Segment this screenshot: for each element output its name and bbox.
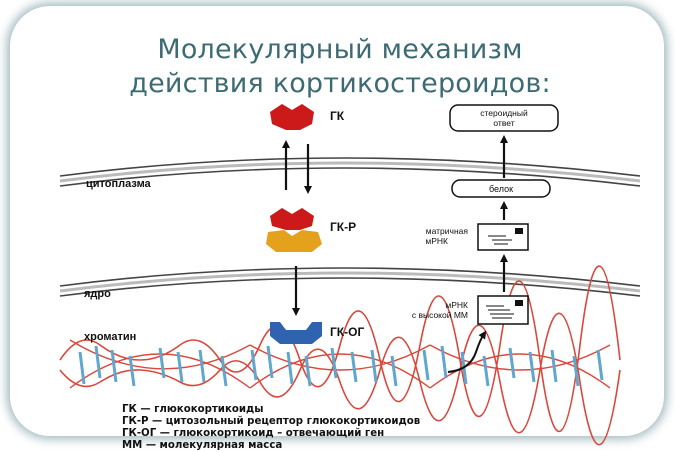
matrix-mrna-label-line1: матричная	[426, 226, 469, 236]
nucleus-label: ядро	[84, 288, 111, 300]
gk-gene-complex-icon	[270, 322, 322, 344]
high-mm-mrna-label-line1: мРНК	[445, 300, 468, 310]
protein-label: белок	[489, 184, 513, 194]
legend-item-gk: ГК — глюкокортикоиды	[122, 404, 264, 415]
legend: ГК — глюкокортикоиды ГК-Р — цитозольный …	[122, 404, 420, 452]
legend-item-gkr: ГК-Р — цитозольный рецептор глюкокортико…	[122, 416, 421, 427]
gk-receptor-complex-icon	[266, 208, 322, 252]
high-mm-mrna-label-line2: с высокой ММ	[412, 310, 468, 320]
cytoplasm-label: цитоплазма	[86, 178, 152, 190]
matrix-mrna-document-icon	[477, 223, 529, 251]
nuclear-membrane	[59, 267, 641, 297]
legend-item-mm: ММ — молекулярная масса	[122, 440, 283, 451]
high-mm-mrna-document-icon	[477, 295, 529, 325]
legend-item-gkog: ГК-ОГ — глюкокортикоид – отвечающий ген	[122, 428, 385, 439]
curved-transcription-arrow-icon	[447, 330, 487, 373]
steroid-response-box	[449, 104, 559, 132]
matrix-mrna-label-line2: мРНК	[425, 236, 448, 246]
gkr-label: ГК-Р	[330, 220, 356, 234]
chromatin-dna-helix	[59, 265, 621, 446]
gk-label: ГК	[330, 109, 345, 123]
gkog-label: ГК-ОГ	[330, 325, 364, 339]
chromatin-label: хроматин	[84, 331, 136, 343]
cell-membrane	[59, 157, 641, 187]
gk-molecule-icon	[270, 104, 314, 130]
steroid-response-label-line2: ответ	[493, 118, 514, 128]
slide-title-line2: действия кортикостероидов:	[129, 68, 551, 99]
slide-title-line1: Молекулярный механизм	[157, 34, 523, 65]
steroid-response-label-line1: стероидный	[480, 108, 528, 118]
protein-box	[451, 179, 551, 198]
